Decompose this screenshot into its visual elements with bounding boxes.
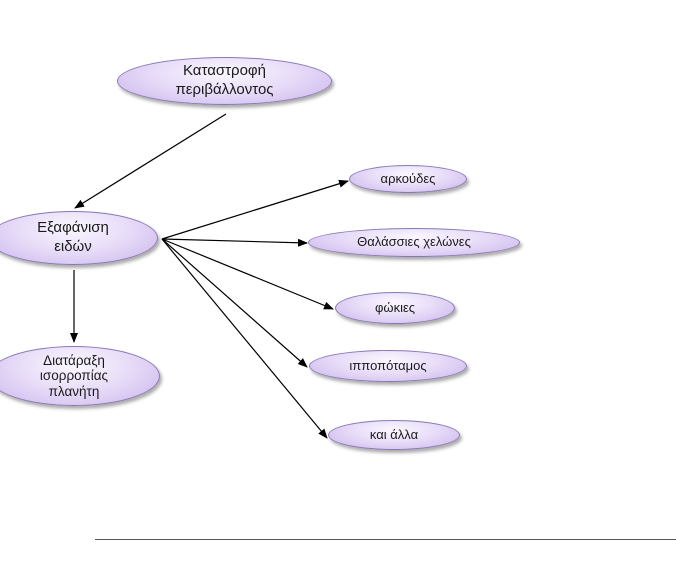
node-species-extinction: Εξαφάνιση ειδών [0,211,158,265]
arrow-extinction-to-turtles [161,238,308,247]
node-sea-turtles: Θαλάσσιες χελώνες [308,228,520,257]
arrow-extinction-to-others [161,238,328,439]
arrow-extinction-to-hippo [161,238,308,368]
arrow-extinction-to-bears [161,179,349,240]
node-seals: φώκιες [335,292,455,324]
arrow-env-to-extinction [74,113,227,209]
node-balance-disruption: Διατάραξη ισορροπίας πλανήτη [0,346,160,406]
node-bears: αρκούδες [349,165,467,193]
node-others: και άλλα [328,420,460,450]
node-hippo: ιπποπόταμος [309,350,467,382]
bottom-divider-line [95,539,676,540]
arrow-extinction-to-seals [161,238,334,310]
node-env-destruction: Καταστροφή περιβάλλοντος [117,57,332,105]
